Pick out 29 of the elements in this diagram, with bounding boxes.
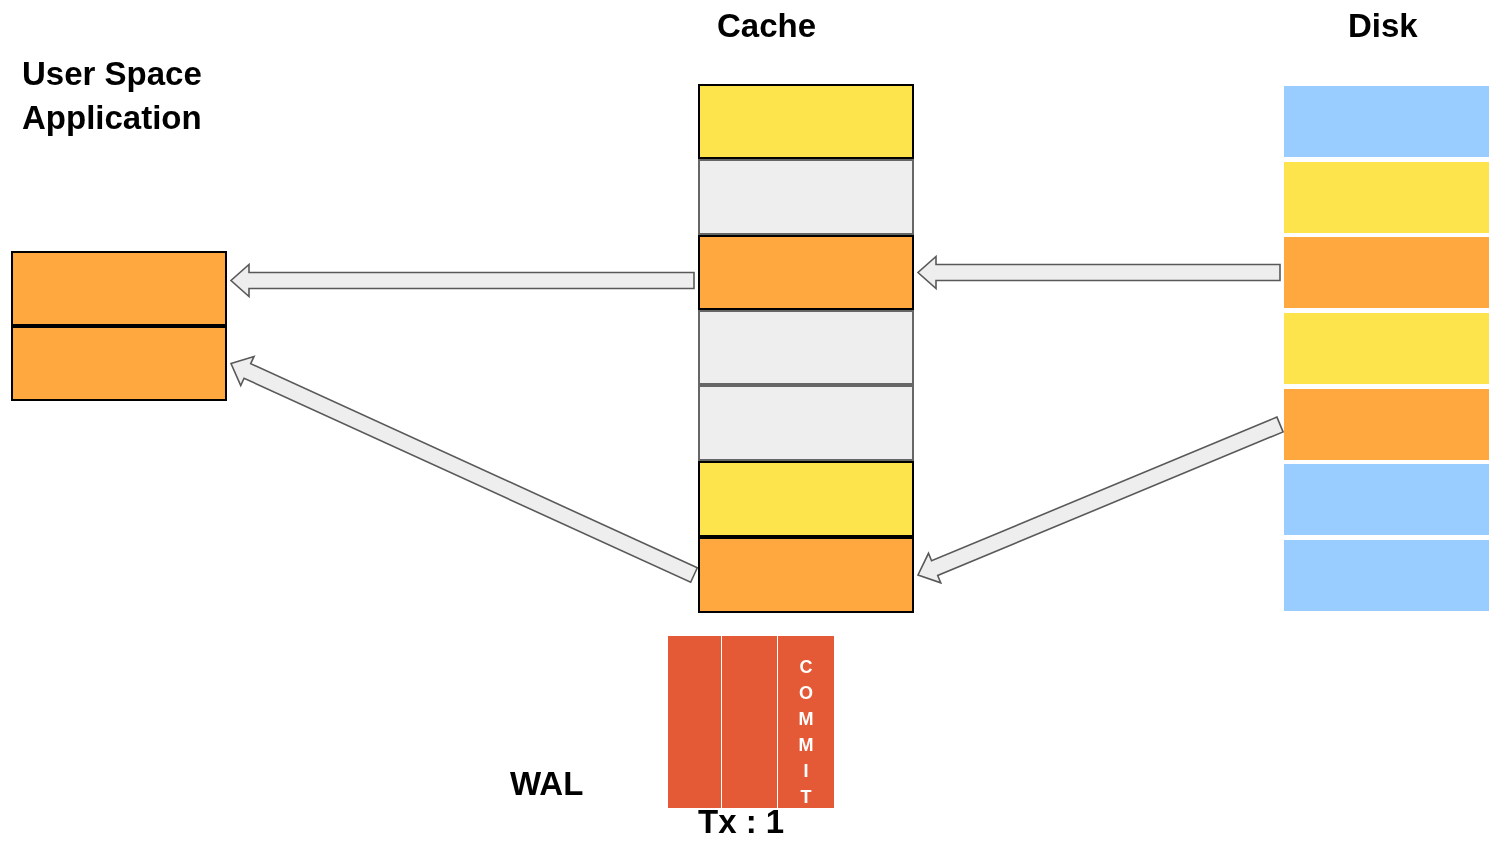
cache-block [698, 385, 914, 461]
block-arrow [229, 355, 699, 584]
log-block [778, 636, 834, 808]
disk-block [1284, 86, 1489, 157]
log-block [668, 636, 721, 808]
block-arrow [229, 262, 695, 299]
disk-block [1284, 464, 1489, 535]
disk-block [1284, 313, 1489, 384]
vertical-label: COMMIT [798, 656, 814, 810]
block-arrow [916, 254, 1281, 291]
disk-block [1284, 540, 1489, 611]
cache-block [698, 235, 914, 310]
page-block [11, 251, 227, 326]
section-title: User Space Application [22, 54, 203, 138]
disk-block [1284, 237, 1489, 308]
page-block [11, 326, 227, 401]
cache-block [698, 310, 914, 385]
cache-block [698, 84, 914, 159]
disk-block [1284, 389, 1489, 460]
section-title: WAL [510, 764, 585, 804]
transaction-label: Tx : 1 [698, 802, 786, 842]
disk-block [1284, 162, 1489, 233]
cache-block [698, 537, 914, 613]
section-title: Cache [717, 6, 818, 46]
section-title: Disk [1348, 6, 1419, 46]
log-block [722, 636, 777, 808]
block-arrow [916, 416, 1285, 585]
cache-block [698, 159, 914, 235]
cache-block [698, 461, 914, 537]
